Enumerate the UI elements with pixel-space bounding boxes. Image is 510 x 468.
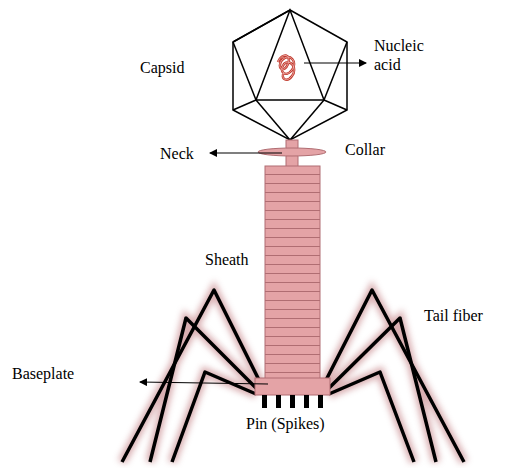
part-label: Sheath bbox=[203, 250, 251, 269]
part-label: Tail fiber bbox=[422, 306, 485, 325]
part-label: Neck bbox=[158, 144, 196, 163]
part-label: Nucleic acid bbox=[372, 36, 446, 74]
leader-line bbox=[210, 152, 282, 153]
nucleic-acid-strand bbox=[278, 55, 294, 79]
capsid-shape bbox=[233, 10, 347, 140]
part-label: Baseplate bbox=[10, 364, 76, 383]
part-label: Pin (Spikes) bbox=[244, 414, 327, 433]
leader-line bbox=[304, 62, 366, 63]
part-label: Capsid bbox=[138, 58, 186, 77]
sheath-shape bbox=[265, 166, 320, 380]
part-label: Collar bbox=[343, 140, 387, 159]
collar-shape bbox=[258, 148, 326, 156]
pin-spike bbox=[262, 395, 323, 408]
baseplate-shape bbox=[255, 378, 330, 395]
leader-line bbox=[140, 382, 268, 384]
nucleic-acid-highlight bbox=[278, 55, 294, 79]
